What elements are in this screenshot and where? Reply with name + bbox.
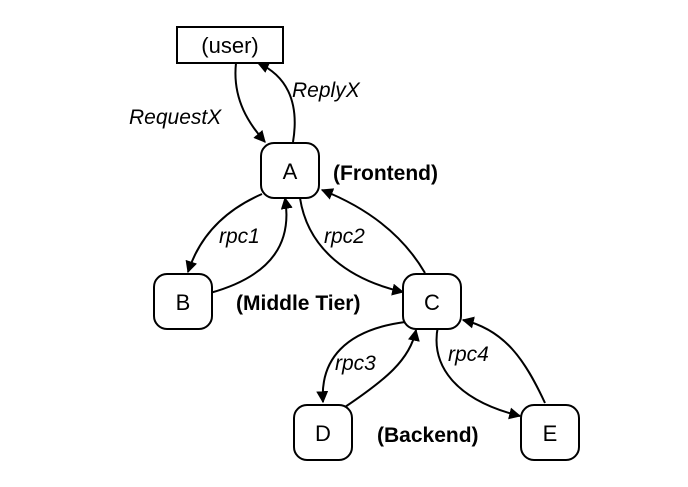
- edge-rpc2-c-to-a: [320, 188, 426, 274]
- node-c: C: [402, 273, 462, 330]
- edge-label-reply: ReplyX: [292, 79, 361, 102]
- edge-request-user-to-a: [234, 62, 266, 143]
- edge-label-request: RequestX: [129, 106, 222, 129]
- edge-rpc1-b-to-a: [209, 196, 293, 294]
- node-e: E: [520, 404, 580, 461]
- tier-label-frontend: (Frontend): [333, 162, 438, 185]
- node-b-label: B: [176, 290, 191, 315]
- edge-label-rpc1: rpc1: [219, 225, 260, 248]
- node-user-label: (user): [201, 33, 258, 58]
- node-user: (user): [176, 26, 284, 64]
- node-a: A: [260, 142, 320, 199]
- edge-label-rpc4: rpc4: [448, 343, 489, 366]
- node-e-label: E: [543, 421, 558, 446]
- edge-label-rpc2: rpc2: [324, 225, 365, 248]
- node-b: B: [153, 273, 213, 330]
- edge-rpc3-d-to-c: [344, 328, 420, 408]
- node-d: D: [293, 404, 353, 461]
- node-d-label: D: [315, 421, 331, 446]
- tier-label-middle: (Middle Tier): [236, 292, 360, 315]
- edge-rpc4-e-to-c: [461, 316, 546, 404]
- edge-reply-a-to-user: [256, 61, 296, 143]
- node-c-label: C: [424, 290, 440, 315]
- edge-label-rpc3: rpc3: [335, 352, 376, 375]
- tier-label-backend: (Backend): [377, 424, 479, 447]
- edge-rpc2-a-to-c: [299, 197, 405, 296]
- edge-rpc1-a-to-b: [185, 193, 263, 274]
- node-a-label: A: [283, 159, 298, 184]
- edge-rpc4-c-to-e: [435, 325, 522, 420]
- edge-rpc3-c-to-d: [316, 321, 406, 404]
